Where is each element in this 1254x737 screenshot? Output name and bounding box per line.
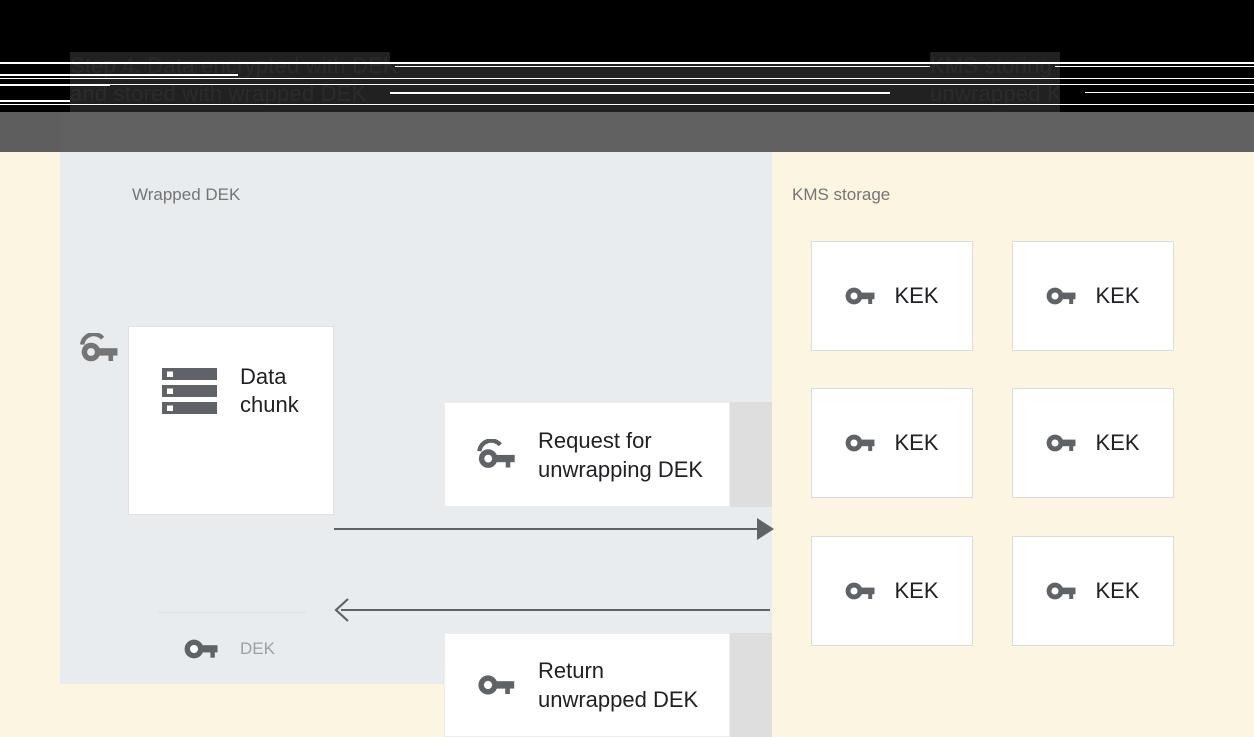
return-unwrapped-label: Return unwrapped DEK [538,658,699,712]
kek-card-label: KEK [894,578,939,603]
header-artifact-block-left [0,52,70,112]
kek-card-label: KEK [1095,430,1140,455]
return-arrow-head-icon [334,598,349,622]
kms-storage-panel: KMS storage KEK KEK [772,152,1254,726]
header-artifact-block-right [1060,52,1254,112]
message-strip-bottom [730,633,772,737]
header-scanline-10 [0,100,70,102]
kek-card-label: KEK [894,283,939,308]
header-scanline-9 [1085,92,1254,93]
header-title-left-line1: Step 4: Data encrypted with DEK [70,53,398,78]
key-icon [845,432,875,454]
kek-card[interactable]: KEK [1012,536,1174,646]
data-chunk-card[interactable]: Data chunk DEK [128,326,334,659]
kek-card[interactable]: KEK [811,241,973,351]
header-top-black-band [0,0,1254,52]
header-title-right: KMS storing unwrapped KEK [930,52,1092,108]
key-icon [476,672,516,698]
key-icon [845,580,875,602]
header-title-right-line2: unwrapped KEK [930,81,1092,106]
kms-storage-title: KMS storage [792,185,891,204]
header-gray-band-notch [0,112,60,152]
request-arrow-line [334,528,766,530]
key-icon [1046,580,1076,602]
wrapped-dek-title: Wrapped DEK [132,185,241,204]
kek-card[interactable]: KEK [811,536,973,646]
header-scanline-8 [390,92,890,94]
key-icon [1046,285,1076,307]
request-unwrapping-label: Request for unwrapping DEK [538,427,704,482]
kek-card-label: KEK [894,430,939,455]
data-chunk-label: Data chunk [240,364,299,417]
kek-card-label: KEK [1095,578,1140,603]
header-scanline-2 [395,66,930,67]
wrapped-key-icon [79,333,119,363]
data-chunk-divider [158,612,306,613]
kek-card[interactable]: KEK [1012,388,1174,498]
header-title-right-line1: KMS storing [930,53,1053,78]
header-scanline-4 [0,74,238,76]
data-chunk-dek-row: DEK [184,637,275,661]
request-arrow-head-icon [757,518,774,540]
key-icon [1046,432,1076,454]
key-icon [184,637,218,661]
kek-card-label: KEK [1095,283,1140,308]
kek-card[interactable]: KEK [811,388,973,498]
header-gray-band [0,112,1254,152]
data-chunk-dek-label: DEK [240,639,275,658]
return-unwrapped-card[interactable]: Return unwrapped DEK [444,633,730,737]
header-scanline-1 [0,62,1254,64]
header-scanline-6 [0,84,110,86]
header-title-left: Step 4: Data encrypted with DEK and stor… [70,52,398,108]
slide-header: Step 4: Data encrypted with DEK and stor… [0,0,1254,112]
wrapped-key-icon [476,439,516,470]
kek-card[interactable]: KEK [1012,241,1174,351]
return-arrow-line [341,609,770,611]
header-scanline-11 [0,104,1254,105]
header-artifact-block-mid [390,52,930,64]
header-title-left-line2: and stored with wrapped DEK [70,81,367,106]
data-chunk-row: Data chunk [162,363,299,419]
header-scanline-7 [110,84,1254,85]
storage-bars-icon [162,367,217,415]
request-unwrapping-card[interactable]: Request for unwrapping DEK [444,402,730,507]
header-scanline-3 [1055,66,1254,67]
key-icon [845,285,875,307]
header-scanline-5 [0,78,1254,79]
message-strip-top [730,402,772,507]
diagram-stage: KMS storage KEK KEK [0,152,1254,737]
